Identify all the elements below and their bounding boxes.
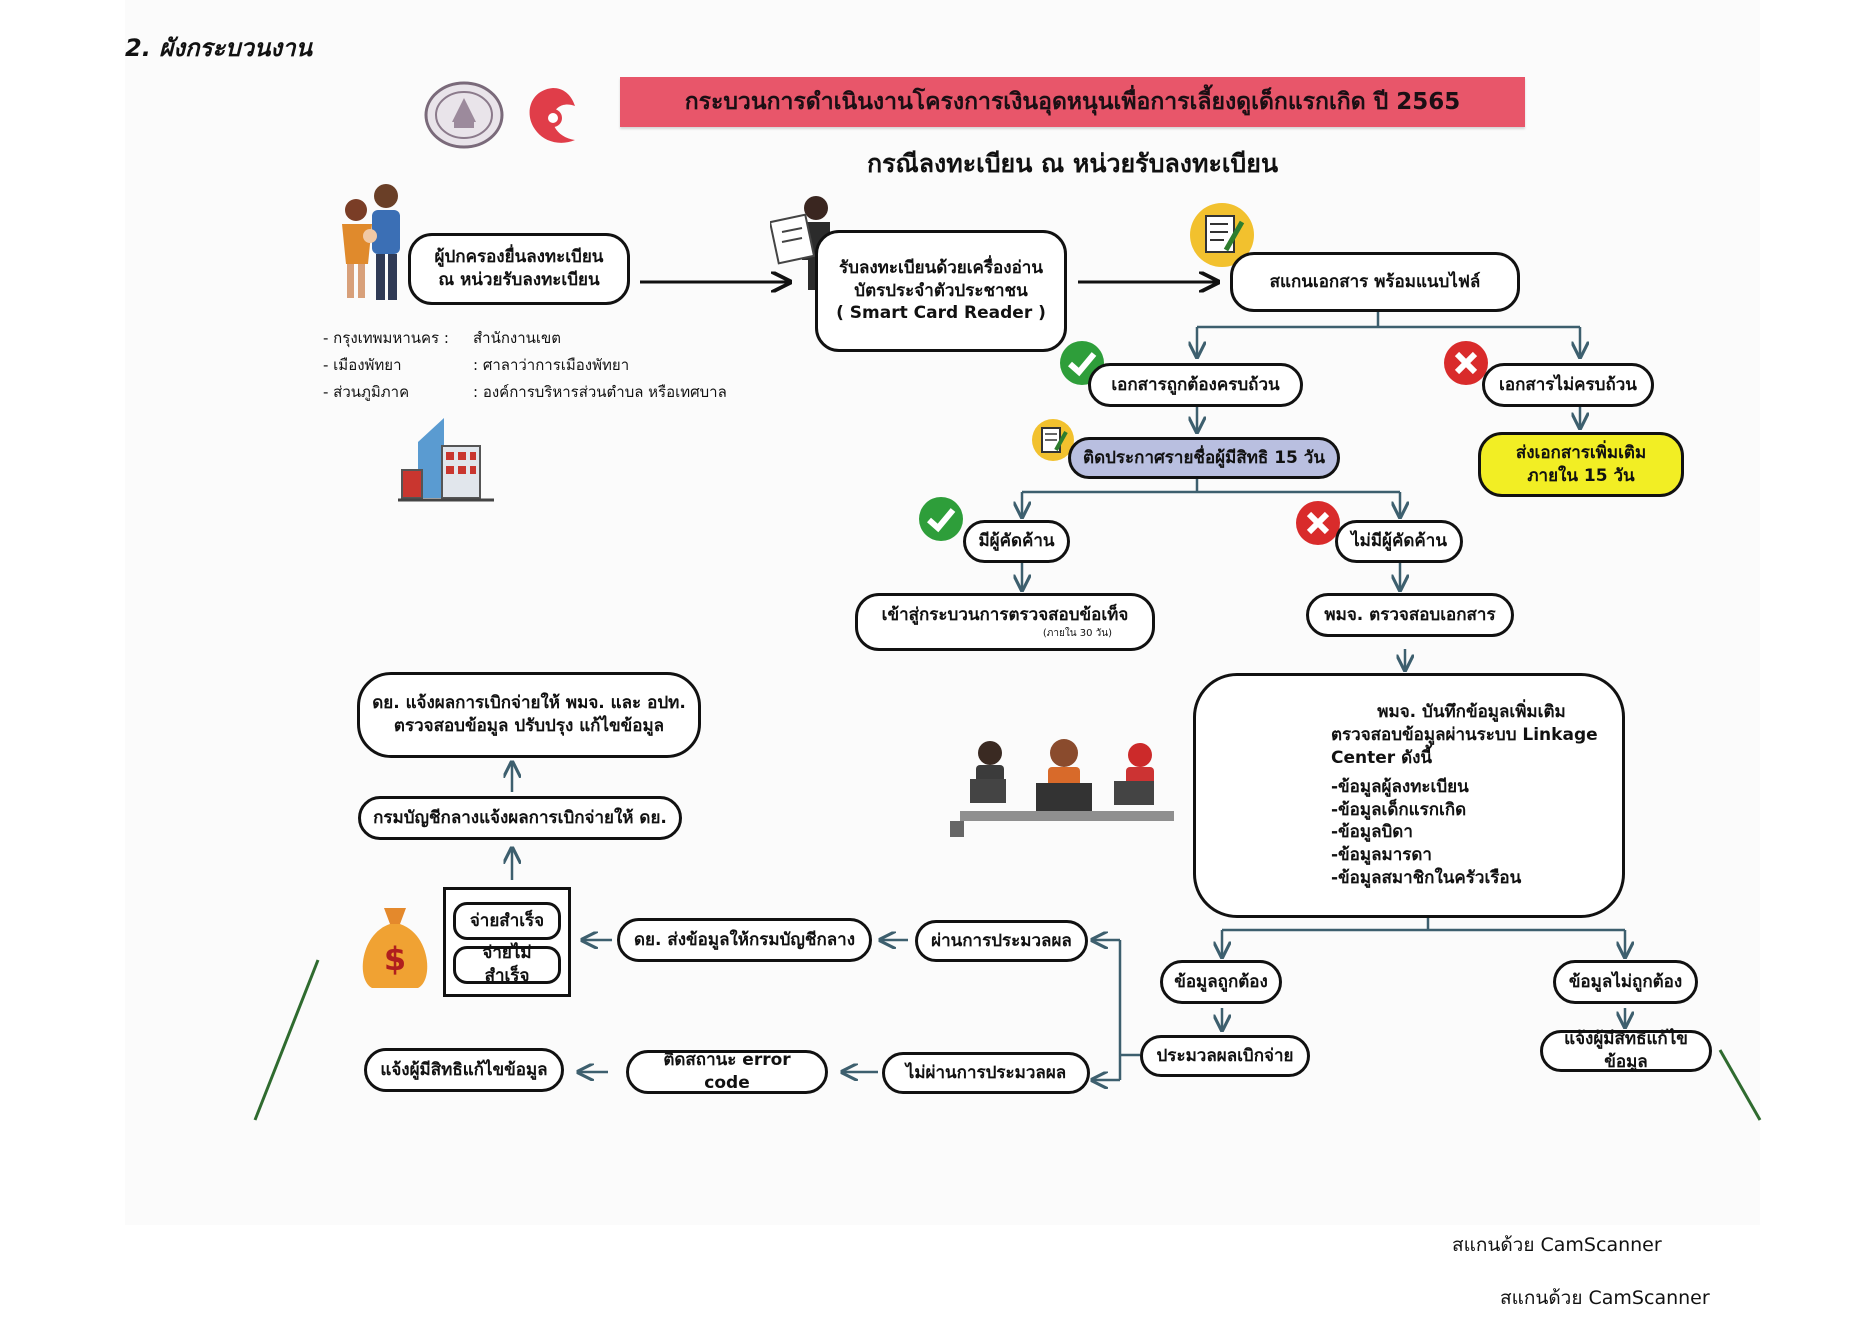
box-line: ผู้ปกครองยื่นลงทะเบียน xyxy=(434,247,604,268)
staff-computers-icon xyxy=(950,739,1174,837)
box-line: เข้าสู่กระบวนการตรวจสอบข้อเท็จ xyxy=(881,604,1129,625)
note-row: - เมืองพัทยา : ศาลาว่าการเมืองพัทยา xyxy=(323,352,727,379)
box-line: ดย. แจ้งผลการเบิกจ่ายให้ พมจ. และ อปท. xyxy=(372,693,686,714)
announce-box: ติดประกาศรายชื่อผู้มีสิทธิ 15 วัน xyxy=(1068,437,1340,479)
note-row: - ส่วนภูมิภาค : องค์การบริหารส่วนตำบล หรื… xyxy=(323,379,727,406)
list-item: -ข้อมูลเด็กแรกเกิด xyxy=(1331,799,1467,820)
flowchart-title-banner: กระบวนการดำเนินงานโครงการเงินอุดหนุนเพื่… xyxy=(620,77,1525,127)
pay-fail-box: จ่ายไม่สำเร็จ xyxy=(453,943,561,986)
box-line: พมจ. บันทึกข้อมูลเพิ่มเติม xyxy=(1377,701,1566,722)
cross-icon xyxy=(1296,501,1340,545)
page-heading: 2. ผังกระบวนงาน xyxy=(125,34,312,62)
box-note: (ภายใน 30 วัน) xyxy=(1042,627,1112,639)
box-line: ตรวจสอบข้อมูลผ่านระบบ Linkage Center ดัง… xyxy=(1331,724,1598,768)
guardian-register-box: ผู้ปกครองยื่นลงทะเบียน ณ หน่วยรับลงทะเบี… xyxy=(408,233,630,305)
dy-send-cgd-box: ดย. ส่งข้อมูลให้กรมบัญชีกลาง xyxy=(617,918,872,962)
registration-points-notes: - กรุงเทพมหานคร : สำนักงานเขต - เมืองพัทย… xyxy=(323,325,727,406)
smart-card-register-box: รับลงทะเบียนด้วยเครื่องอ่าน บัตรประจำตัว… xyxy=(815,230,1067,352)
pmj-record-box: พมจ. บันทึกข้อมูลเพิ่มเติม ตรวจสอบข้อมูล… xyxy=(1193,673,1625,918)
note-value: : องค์การบริหารส่วนตำบล หรือเทศบาล xyxy=(473,383,727,401)
note-key: - ส่วนภูมิภาค xyxy=(323,383,410,401)
docs-complete-box: เอกสารถูกต้องครบถ้วน xyxy=(1088,363,1303,407)
error-code-box: ติดสถานะ error code xyxy=(626,1050,828,1094)
list-item: -ข้อมูลสมาชิกในครัวเรือน xyxy=(1331,868,1522,889)
note-key: - กรุงเทพมหานคร : xyxy=(323,329,449,347)
box-line: ( Smart Card Reader ) xyxy=(836,303,1046,324)
pass-process-box: ผ่านการประมวลผล xyxy=(915,920,1088,962)
pmj-check-box: พมจ. ตรวจสอบเอกสาร xyxy=(1306,593,1514,637)
list-item: -ข้อมูลผู้ลงทะเบียน xyxy=(1331,776,1469,797)
page-footer: สแกนด้วย CamScanner xyxy=(1500,1287,1710,1309)
fail-process-box: ไม่ผ่านการประมวลผล xyxy=(882,1052,1090,1094)
cgd-notify-box: กรมบัญชีกลางแจ้งผลการเบิกจ่ายให้ ดย. xyxy=(358,796,682,840)
fact-check-box: เข้าสู่กระบวนการตรวจสอบข้อเท็จ (ภายใน 30… xyxy=(855,593,1155,651)
flowchart-subtitle: กรณีลงทะเบียน ณ หน่วยรับลงทะเบียน xyxy=(866,149,1279,178)
dy-notify-box: ดย. แจ้งผลการเบิกจ่ายให้ พมจ. และ อปท. ต… xyxy=(357,672,701,758)
docs-incomplete-box: เอกสารไม่ครบถ้วน xyxy=(1482,363,1654,407)
scan-footer: สแกนด้วย CamScanner xyxy=(1452,1234,1662,1256)
box-line: ส่งเอกสารเพิ่มเติม xyxy=(1515,442,1647,463)
box-line: ภายใน 15 วัน xyxy=(1527,465,1635,486)
box-line: ณ หน่วยรับลงทะเบียน xyxy=(438,270,600,290)
data-incorrect-box: ข้อมูลไม่ถูกต้อง xyxy=(1553,960,1698,1004)
document-edit-icon xyxy=(1032,419,1074,461)
notify-fix-right-box: แจ้งผู้มีสิทธิแก้ไขข้อมูล xyxy=(1540,1029,1712,1072)
cross-icon xyxy=(1444,341,1488,385)
government-seal-icon xyxy=(424,81,504,149)
check-icon xyxy=(919,497,963,541)
scan-attach-box: สแกนเอกสาร พร้อมแนบไฟล์ xyxy=(1230,252,1520,312)
building-icon xyxy=(398,418,494,502)
box-line: รับลงทะเบียนด้วยเครื่องอ่าน xyxy=(839,257,1043,278)
note-value: : ศาลาว่าการเมืองพัทยา xyxy=(473,356,630,374)
data-correct-box: ข้อมูลถูกต้อง xyxy=(1160,960,1282,1004)
note-row: - กรุงเทพมหานคร : สำนักงานเขต xyxy=(323,325,727,352)
list-item: -ข้อมูลบิดา xyxy=(1331,822,1413,843)
box-line: บัตรประจำตัวประชาชน xyxy=(854,280,1028,301)
list-item: -ข้อมูลมารดา xyxy=(1331,845,1432,866)
no-objection-box: ไม่มีผู้คัดค้าน xyxy=(1335,520,1463,563)
box-line: ตรวจสอบข้อมูล ปรับปรุง แก้ไขข้อมูล xyxy=(393,716,665,736)
mother-child-logo-icon xyxy=(529,88,575,143)
send-more-docs-box: ส่งเอกสารเพิ่มเติม ภายใน 15 วัน xyxy=(1478,432,1684,497)
has-objection-box: มีผู้คัดค้าน xyxy=(963,520,1070,563)
document-edit-icon xyxy=(1190,203,1254,267)
svg-text:$: $ xyxy=(384,940,406,978)
notify-fix-left-box: แจ้งผู้มีสิทธิแก้ไขข้อมูล xyxy=(364,1048,564,1092)
note-value: สำนักงานเขต xyxy=(473,329,562,347)
pay-success-box: จ่ายสำเร็จ xyxy=(453,902,561,940)
family-icon xyxy=(342,184,400,300)
process-pay-box: ประมวลผลเบิกจ่าย xyxy=(1140,1035,1310,1077)
money-bag-icon: $ xyxy=(362,908,428,988)
note-key: - เมืองพัทยา xyxy=(323,356,402,374)
